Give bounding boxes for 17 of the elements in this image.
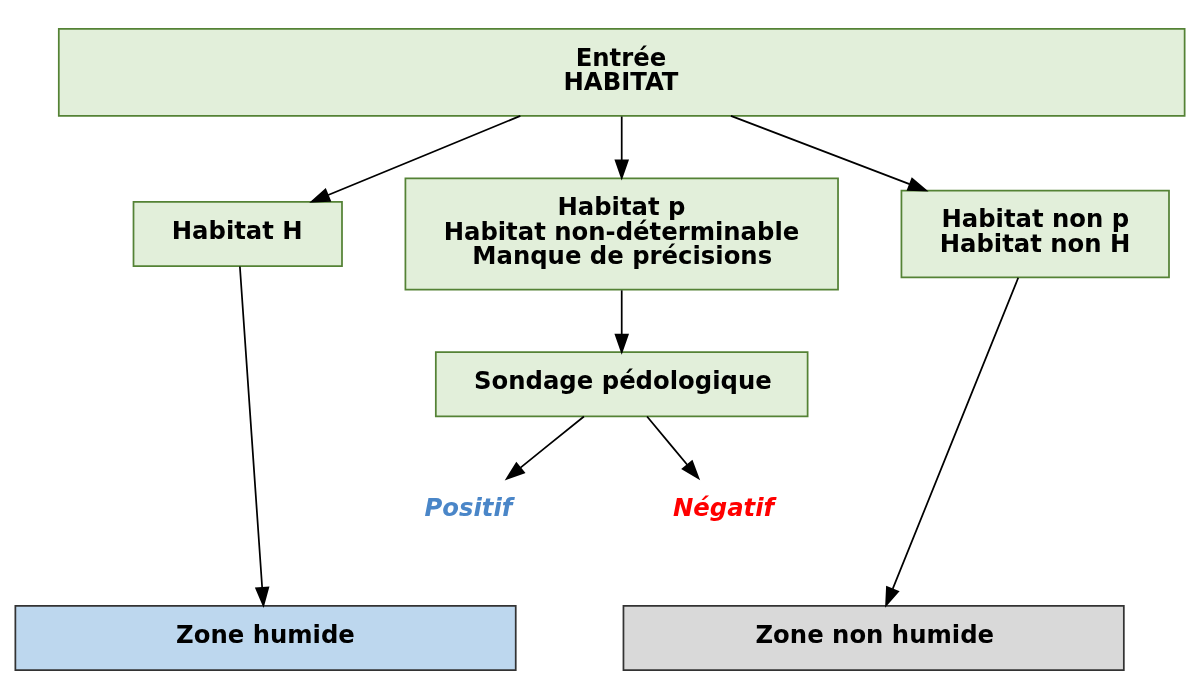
node-box: Entrée HABITAT bbox=[57, 27, 1186, 117]
arrow bbox=[646, 415, 701, 480]
arrow bbox=[309, 114, 522, 203]
arrow bbox=[614, 289, 630, 355]
arrow bbox=[730, 114, 929, 191]
node-box: Zone non humide bbox=[622, 604, 1125, 671]
node-text: Négatif bbox=[672, 492, 775, 522]
node-box: Habitat H bbox=[132, 200, 343, 267]
node-box: Sondage pédologique bbox=[434, 350, 809, 417]
arrow bbox=[504, 415, 585, 480]
node-box: Habitat non p Habitat non H bbox=[900, 189, 1170, 278]
node-text: Positif bbox=[424, 492, 513, 522]
arrow bbox=[239, 265, 270, 608]
arrow bbox=[885, 276, 1020, 608]
node-box: Zone humide bbox=[14, 604, 517, 671]
arrow bbox=[614, 115, 630, 180]
node-box: Habitat p Habitat non-déterminable Manque de précisions bbox=[404, 177, 839, 290]
